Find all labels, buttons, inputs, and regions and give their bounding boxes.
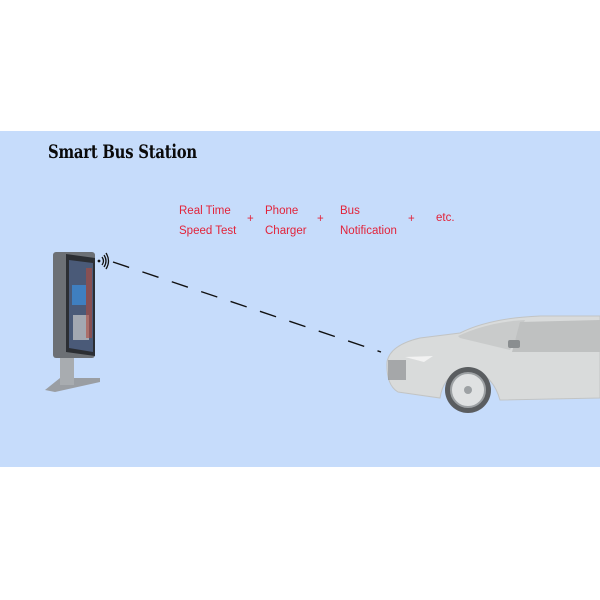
plus-sign: + xyxy=(408,213,415,225)
feature-label: Phone xyxy=(265,205,299,217)
wireless-signal-icon xyxy=(97,252,110,270)
feature-label: Speed Test xyxy=(179,225,237,237)
feature-speed-test: Real Time Speed Test xyxy=(179,201,236,241)
feature-label: Real Time xyxy=(179,205,231,217)
plus-sign: + xyxy=(317,213,324,225)
background-panel xyxy=(0,131,600,467)
signal-dashed-line xyxy=(112,261,382,353)
feature-label: Notification xyxy=(340,225,397,237)
feature-phone-charger: Phone Charger xyxy=(265,201,307,241)
diagram-title: Smart Bus Station xyxy=(48,141,197,163)
feature-label: Charger xyxy=(265,225,307,237)
feature-bus-notification: Bus Notification xyxy=(340,201,397,241)
feature-label: Bus xyxy=(340,205,360,217)
plus-sign: + xyxy=(247,213,254,225)
car-icon xyxy=(386,315,600,413)
kiosk-icon xyxy=(45,252,100,392)
feature-etc: etc. xyxy=(436,212,455,224)
